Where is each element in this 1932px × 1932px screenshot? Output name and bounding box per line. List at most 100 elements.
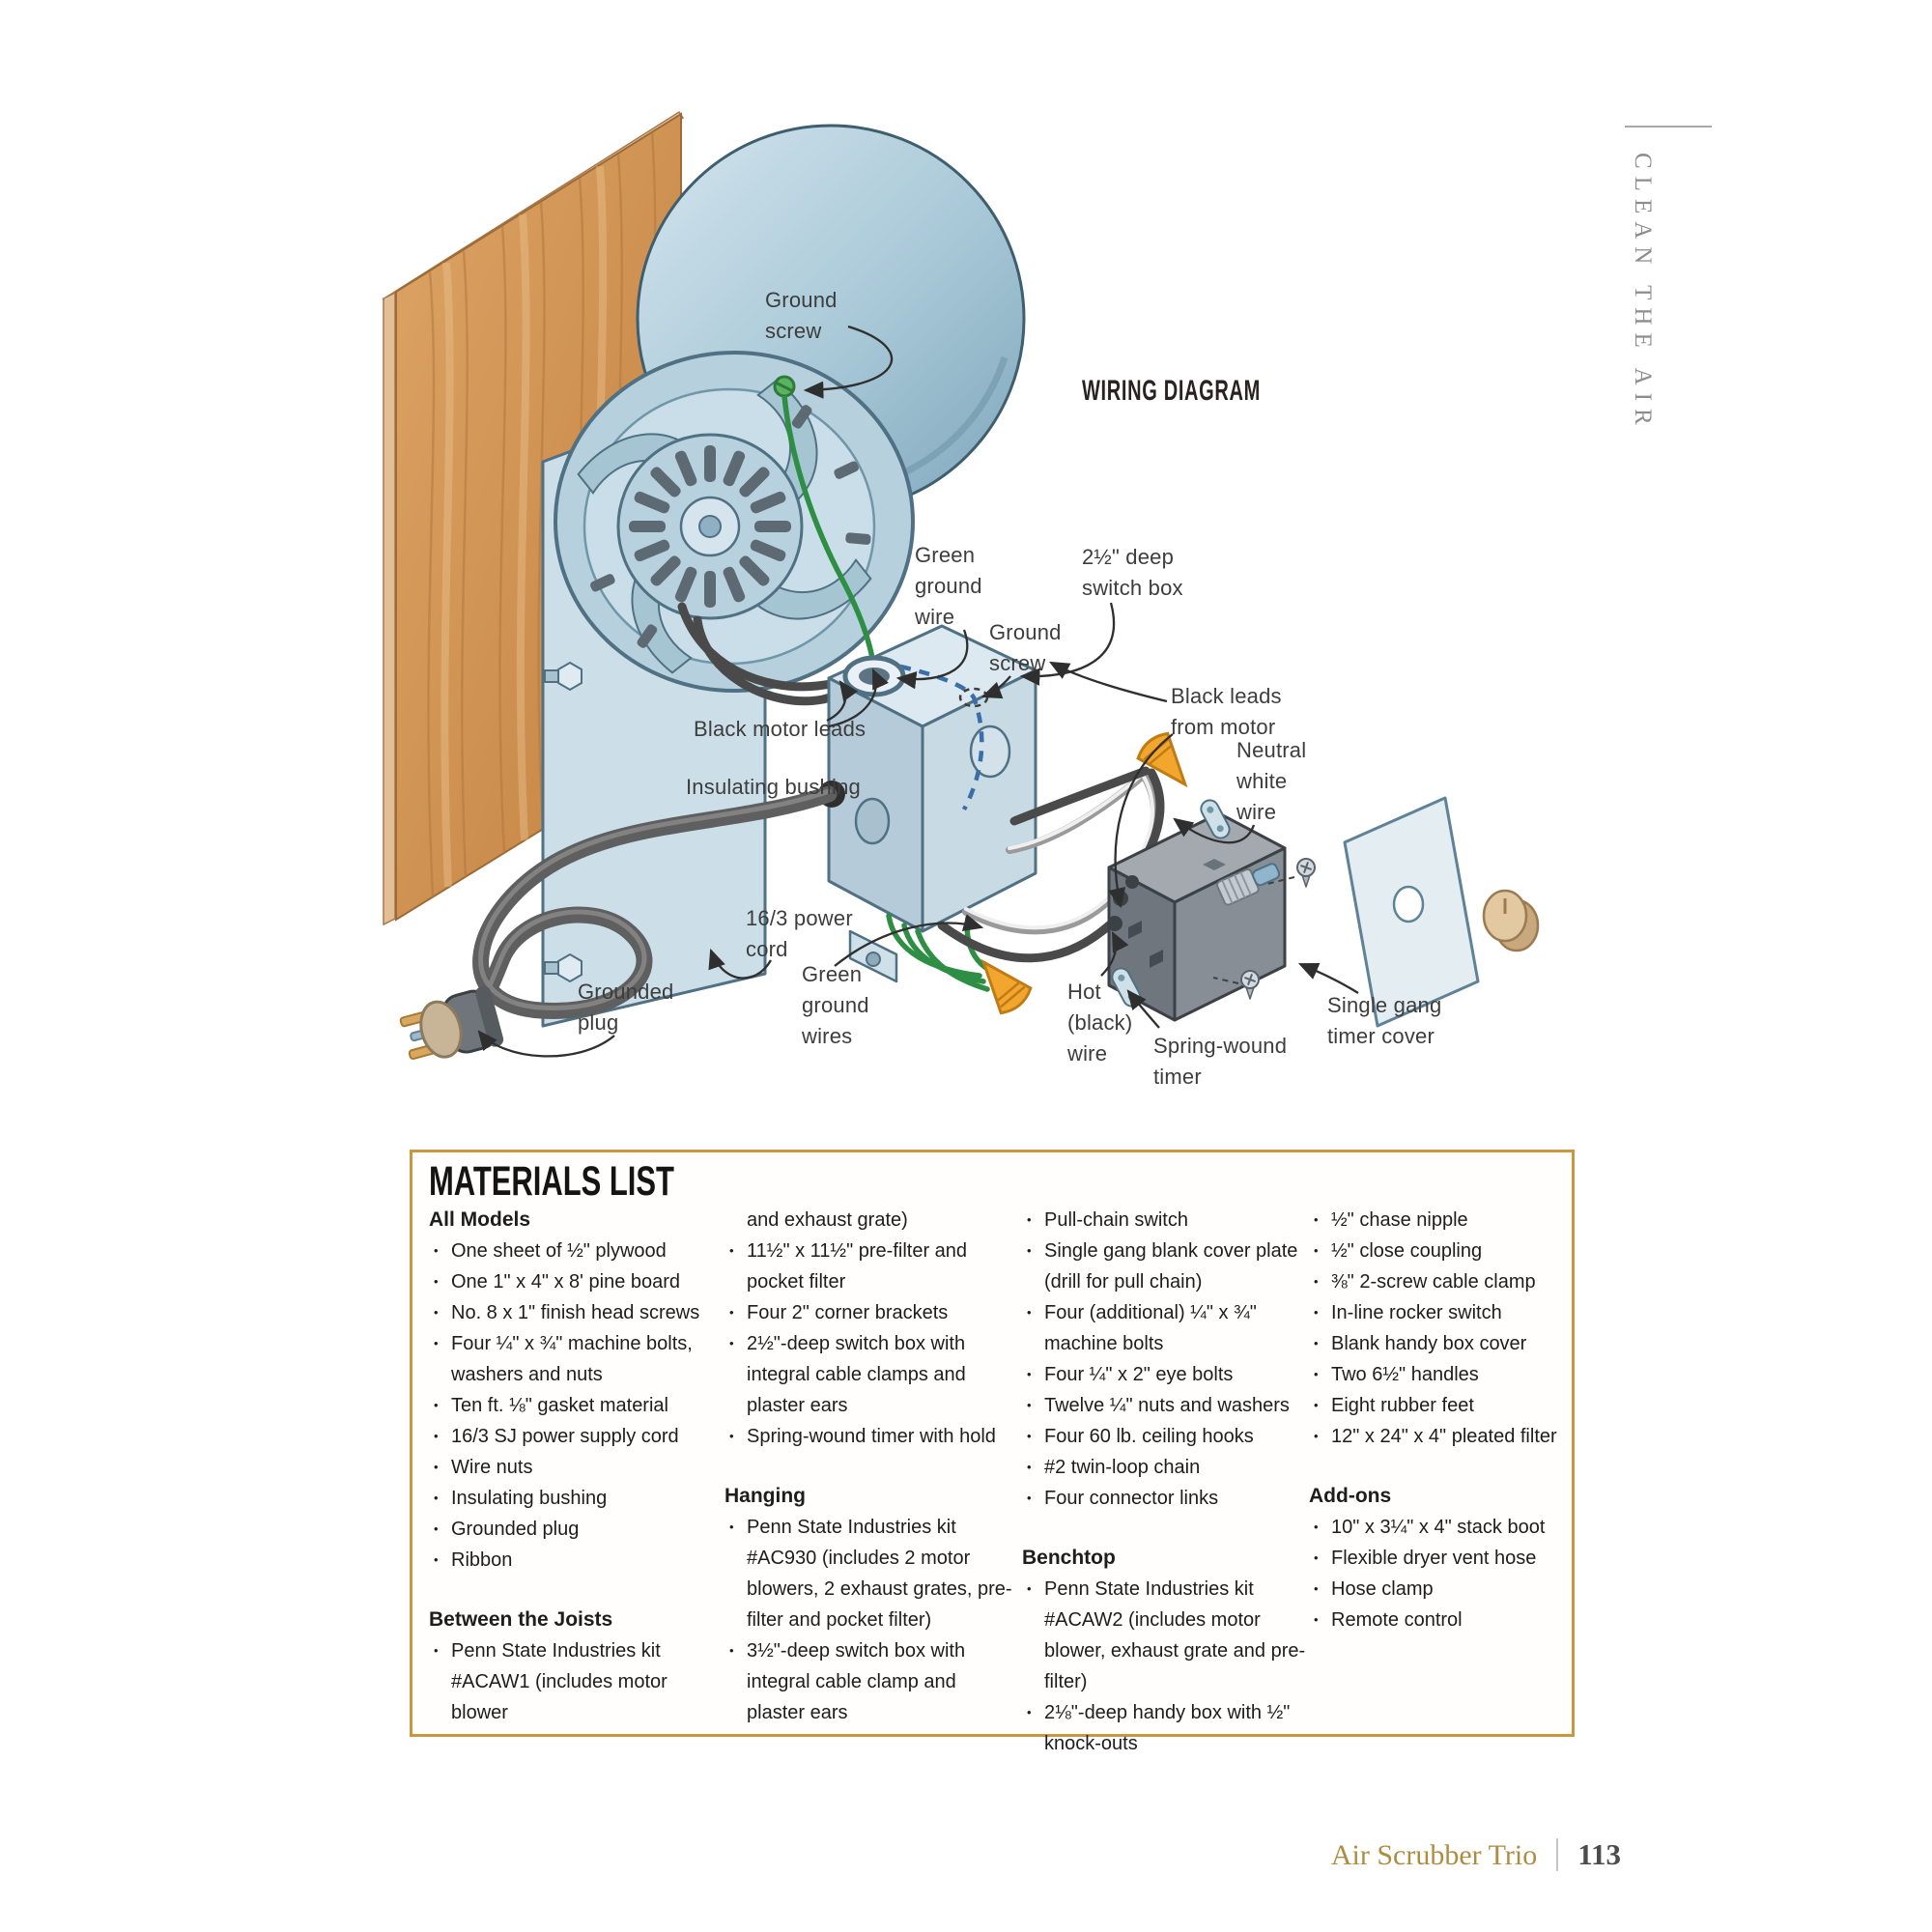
materials-item: Four ¼" x ¾" machine bolts, washers and … bbox=[429, 1328, 703, 1390]
materials-item: 2½"-deep switch box with integral cable … bbox=[724, 1328, 1016, 1421]
materials-item: Ten ft. ⅛" gasket material bbox=[429, 1390, 703, 1421]
timer-knob bbox=[1482, 889, 1540, 952]
materials-item: Four 60 lb. ceiling hooks bbox=[1022, 1421, 1307, 1452]
timer-plaster-ear bbox=[1200, 799, 1231, 839]
materials-item: Twelve ¼" nuts and washers bbox=[1022, 1390, 1307, 1421]
materials-item: 2⅛"-deep handy box with ½" knock-outs bbox=[1022, 1697, 1307, 1759]
sidebar-rule bbox=[1625, 126, 1712, 128]
power-cord bbox=[461, 785, 838, 1031]
svg-text:white: white bbox=[1236, 769, 1287, 793]
ground-path-dashed bbox=[899, 664, 984, 811]
single-gang-timer-cover bbox=[1343, 796, 1480, 1028]
materials-item: Spring-wound timer with hold bbox=[724, 1421, 1016, 1452]
box-knockout bbox=[969, 724, 1011, 779]
svg-text:screw: screw bbox=[765, 319, 821, 343]
materials-gap bbox=[429, 1576, 703, 1605]
label-ground-screw-top: Ground bbox=[765, 288, 838, 312]
materials-item: Penn State Industries kit #ACAW1 (includ… bbox=[429, 1635, 703, 1728]
materials-item: Eight rubber feet bbox=[1309, 1390, 1562, 1421]
materials-column-2: and exhaust grate)11½" x 11½" pre-filter… bbox=[724, 1205, 1016, 1728]
materials-item: Four ¼" x 2" eye bolts bbox=[1022, 1359, 1307, 1390]
diagram-labels: Ground screw Green ground wire 2½" deep … bbox=[578, 288, 1441, 1089]
materials-list-title: MATERIALS LIST bbox=[429, 1158, 674, 1205]
materials-item: Insulating bushing bbox=[429, 1483, 703, 1514]
label-green-ground-wire: Green bbox=[915, 543, 975, 567]
mounting-bolt bbox=[544, 661, 582, 692]
label-neutral-white-wire: Neutral bbox=[1236, 738, 1306, 762]
housing-vent-slots bbox=[590, 405, 871, 648]
materials-item: 3½"-deep switch box with integral cable … bbox=[724, 1635, 1016, 1728]
svg-text:screw: screw bbox=[989, 651, 1045, 675]
label-hot-black-wire: Hot bbox=[1067, 980, 1101, 1004]
label-grounded-plug: Grounded bbox=[578, 980, 673, 1004]
svg-text:cord: cord bbox=[746, 937, 788, 961]
materials-item: Single gang blank cover plate (drill for… bbox=[1022, 1236, 1307, 1297]
label-single-gang-timer-cover: Single gang bbox=[1327, 993, 1441, 1017]
footer-article-title: Air Scrubber Trio bbox=[1330, 1839, 1538, 1871]
materials-item: Grounded plug bbox=[429, 1514, 703, 1545]
svg-text:ground: ground bbox=[802, 993, 869, 1017]
materials-item: Four (additional) ¼" x ¾" machine bolts bbox=[1022, 1297, 1307, 1359]
materials-item: Two 6½" handles bbox=[1309, 1359, 1562, 1390]
materials-section-header: Hanging bbox=[724, 1485, 806, 1507]
svg-text:wires: wires bbox=[801, 1024, 852, 1048]
materials-item: ½" chase nipple bbox=[1309, 1205, 1562, 1236]
timer-shaft bbox=[1215, 863, 1281, 906]
materials-item: Four 2" corner brackets bbox=[724, 1297, 1016, 1328]
svg-text:wire: wire bbox=[1066, 1041, 1107, 1065]
green-ground-wires bbox=[886, 913, 996, 992]
materials-item: ½" close coupling bbox=[1309, 1236, 1562, 1266]
materials-section-header: Add-ons bbox=[1309, 1485, 1392, 1507]
grounded-plug bbox=[399, 985, 504, 1061]
label-green-ground-wires: Green bbox=[802, 962, 862, 986]
label-black-motor-leads: Black motor leads bbox=[694, 717, 866, 741]
timer-face-slots bbox=[1128, 859, 1226, 968]
materials-item: In-line rocker switch bbox=[1309, 1297, 1562, 1328]
materials-item: Flexible dryer vent hose bbox=[1309, 1543, 1562, 1574]
materials-item: Ribbon bbox=[429, 1545, 703, 1576]
materials-item: Pull-chain switch bbox=[1022, 1205, 1307, 1236]
materials-column-4: ½" chase nipple½" close coupling⅜" 2-scr… bbox=[1309, 1205, 1562, 1635]
materials-item: #2 twin-loop chain bbox=[1022, 1452, 1307, 1483]
materials-gap bbox=[1309, 1452, 1562, 1481]
materials-item: Blank handy box cover bbox=[1309, 1328, 1562, 1359]
page-footer: Air Scrubber Trio 113 bbox=[1331, 1837, 1621, 1872]
materials-section-header: Between the Joists bbox=[429, 1608, 613, 1631]
page-number: 113 bbox=[1577, 1837, 1621, 1871]
diagram-title: WIRING DIAGRAM bbox=[1082, 375, 1261, 407]
label-power-cord: 16/3 power bbox=[746, 906, 853, 930]
ground-screw bbox=[773, 375, 796, 398]
green-ground-wire bbox=[781, 395, 877, 671]
svg-text:timer: timer bbox=[1153, 1065, 1202, 1089]
materials-item: Hose clamp bbox=[1309, 1574, 1562, 1605]
svg-text:plug: plug bbox=[578, 1010, 618, 1035]
materials-column-3: Pull-chain switchSingle gang blank cover… bbox=[1022, 1205, 1307, 1759]
materials-section-header: Benchtop bbox=[1022, 1547, 1116, 1569]
materials-item: Wire nuts bbox=[429, 1452, 703, 1483]
blower-motor bbox=[616, 433, 804, 620]
materials-item: Remote control bbox=[1309, 1605, 1562, 1635]
materials-item: 12" x 24" x 4" pleated filter bbox=[1309, 1421, 1562, 1452]
materials-item-continuation: and exhaust grate) bbox=[747, 1209, 908, 1231]
svg-text:wire: wire bbox=[914, 605, 954, 629]
chapter-sidebar-label: CLEAN THE AIR bbox=[1630, 153, 1656, 433]
spring-wound-timer bbox=[1107, 799, 1316, 1022]
materials-column-1: All ModelsOne sheet of ½" plywoodOne 1" … bbox=[429, 1205, 703, 1728]
svg-text:ground: ground bbox=[915, 574, 982, 598]
timer-screw bbox=[1240, 970, 1260, 1000]
wiring-diagram-illustration: WIRING DIAGRAM Ground screw Green ground… bbox=[382, 110, 1540, 1089]
label-black-leads-from-motor: Black leads bbox=[1171, 684, 1282, 708]
timer-screw bbox=[1296, 858, 1316, 888]
materials-item: One 1" x 4" x 8' pine board bbox=[429, 1266, 703, 1297]
leader-lines bbox=[477, 325, 1359, 1058]
svg-text:(black): (black) bbox=[1067, 1010, 1132, 1035]
label-spring-wound-timer: Spring-wound bbox=[1153, 1034, 1287, 1058]
label-switch-box: 2½" deep bbox=[1082, 545, 1174, 569]
materials-item: One sheet of ½" plywood bbox=[429, 1236, 703, 1266]
svg-text:from motor: from motor bbox=[1171, 715, 1275, 739]
materials-item: 16/3 SJ power supply cord bbox=[429, 1421, 703, 1452]
materials-item: Penn State Industries kit #ACAW2 (includ… bbox=[1022, 1574, 1307, 1697]
materials-gap bbox=[724, 1452, 1016, 1481]
materials-gap bbox=[1022, 1514, 1307, 1543]
